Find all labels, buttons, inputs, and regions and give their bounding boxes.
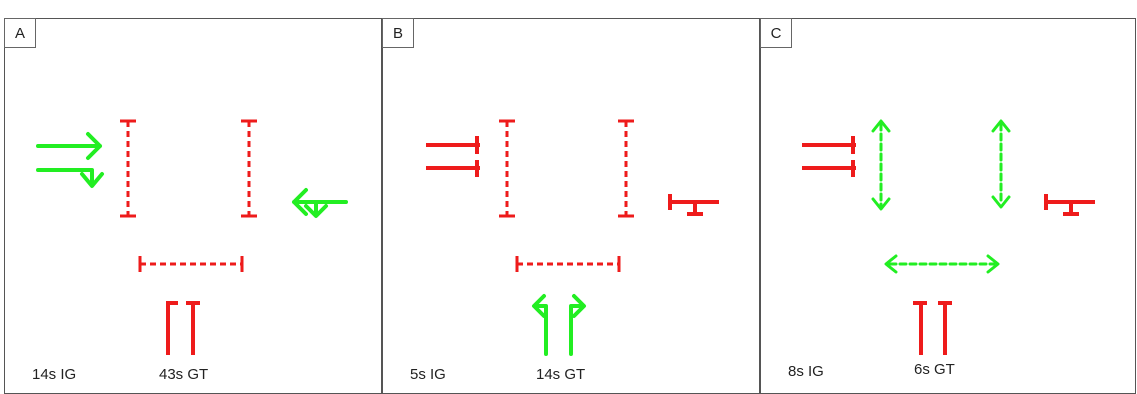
intergreen-text: 8s IG <box>788 363 824 380</box>
panel-a: A 14s IG 43s GT <box>4 0 382 394</box>
south-right-turn-arrow <box>569 294 586 356</box>
green-time-text: 14s GT <box>536 366 586 383</box>
pedestrian-crossing-south <box>515 256 621 272</box>
pedestrian-crossing-south <box>138 256 244 272</box>
panel-c-frame <box>760 18 1136 394</box>
green-time-text: 43s GT <box>159 366 209 383</box>
west-through-arrow <box>36 132 102 160</box>
pedestrian-crossing-east <box>241 119 257 218</box>
pedestrian-crossing-west-green <box>871 119 891 211</box>
panel-label: C <box>760 18 792 48</box>
pedestrian-crossing-south-green <box>884 254 1000 274</box>
south-stop-lines <box>913 301 952 355</box>
west-stop-lines <box>802 136 856 177</box>
west-right-turn-arrow <box>36 168 104 188</box>
east-stop-line <box>668 194 719 216</box>
panel-b-diagram <box>382 18 760 394</box>
south-left-turn-arrow <box>532 294 548 356</box>
panel-c: C 8s IG 6s GT <box>760 0 1137 394</box>
east-through-arrow <box>292 188 348 218</box>
panel-c-diagram <box>760 18 1136 394</box>
intergreen-text: 14s IG <box>32 366 77 383</box>
panel-label: B <box>382 18 414 48</box>
south-stop-lines <box>166 301 200 355</box>
panel-label: A <box>4 18 36 48</box>
pedestrian-crossing-east <box>618 119 634 218</box>
east-stop-line <box>1044 194 1095 216</box>
pedestrian-crossing-west <box>120 119 136 218</box>
green-time-text: 6s GT <box>914 361 955 378</box>
pedestrian-crossing-west <box>499 119 515 218</box>
intergreen-text: 5s IG <box>410 366 446 383</box>
pedestrian-crossing-east-green <box>991 119 1011 209</box>
panel-b: B 5s IG 14s GT <box>382 0 760 394</box>
panel-a-diagram <box>4 18 382 394</box>
west-stop-lines <box>426 136 480 177</box>
